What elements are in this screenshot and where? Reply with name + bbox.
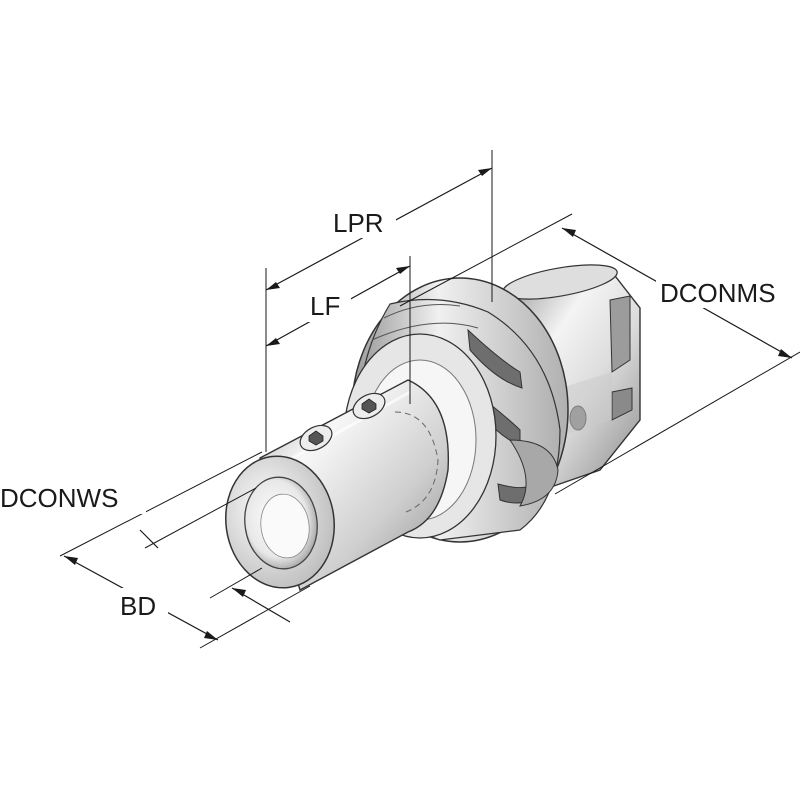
label-bd: BD — [120, 591, 156, 621]
label-dconms: DCONMS — [660, 278, 776, 308]
set-screw-upper — [352, 392, 386, 420]
label-lf: LF — [310, 291, 340, 321]
label-lpr: LPR — [333, 208, 384, 238]
label-dconws: DCONWS — [0, 483, 118, 513]
set-screw-lower — [299, 424, 333, 452]
front-face — [224, 455, 336, 589]
